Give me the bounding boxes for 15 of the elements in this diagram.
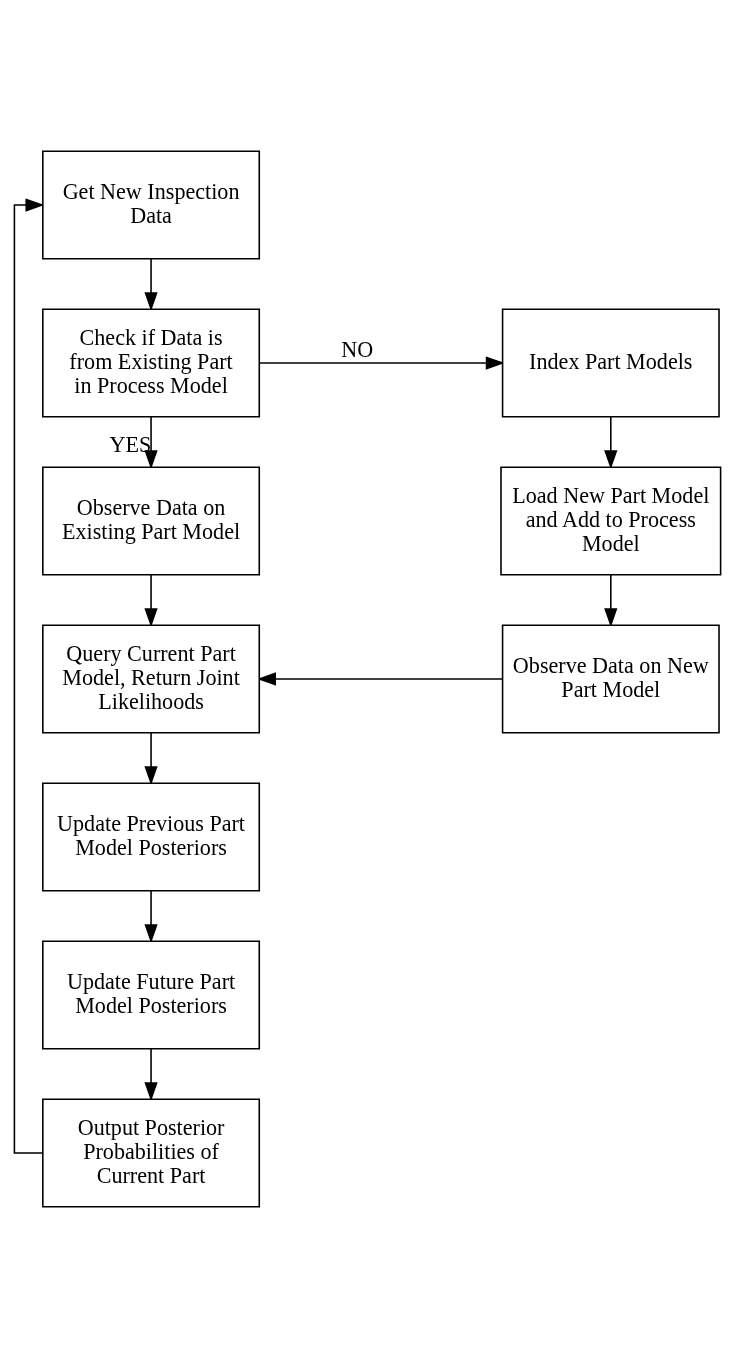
- node-box: Update Future Part Model Posteriors: [42, 939, 261, 1049]
- node-box: Observe Data on Existing Part Model: [42, 466, 261, 575]
- edge-label: NO: [341, 336, 374, 362]
- node-box: Update Previous Part Model Posteriors: [42, 782, 261, 891]
- arrow: [13, 197, 152, 1154]
- edge-label: YES: [109, 431, 152, 457]
- arrow: [257, 671, 504, 686]
- node-box: Get New Inspection Data: [42, 150, 261, 260]
- arrow: [258, 355, 505, 370]
- node-box: Observe Data on New Part Model: [501, 624, 720, 733]
- node-box: Check if Data is from Existing Part in Process Model: [42, 308, 261, 418]
- node-box: Output Posterior Probabilities of Current Part: [42, 1097, 261, 1207]
- node-box: Load New Part Model and Add to Process Model: [500, 466, 722, 575]
- node-box: Index Part Models: [501, 308, 720, 418]
- node-box: Query Current Part Model, Return Joint Likelihoods: [42, 624, 261, 733]
